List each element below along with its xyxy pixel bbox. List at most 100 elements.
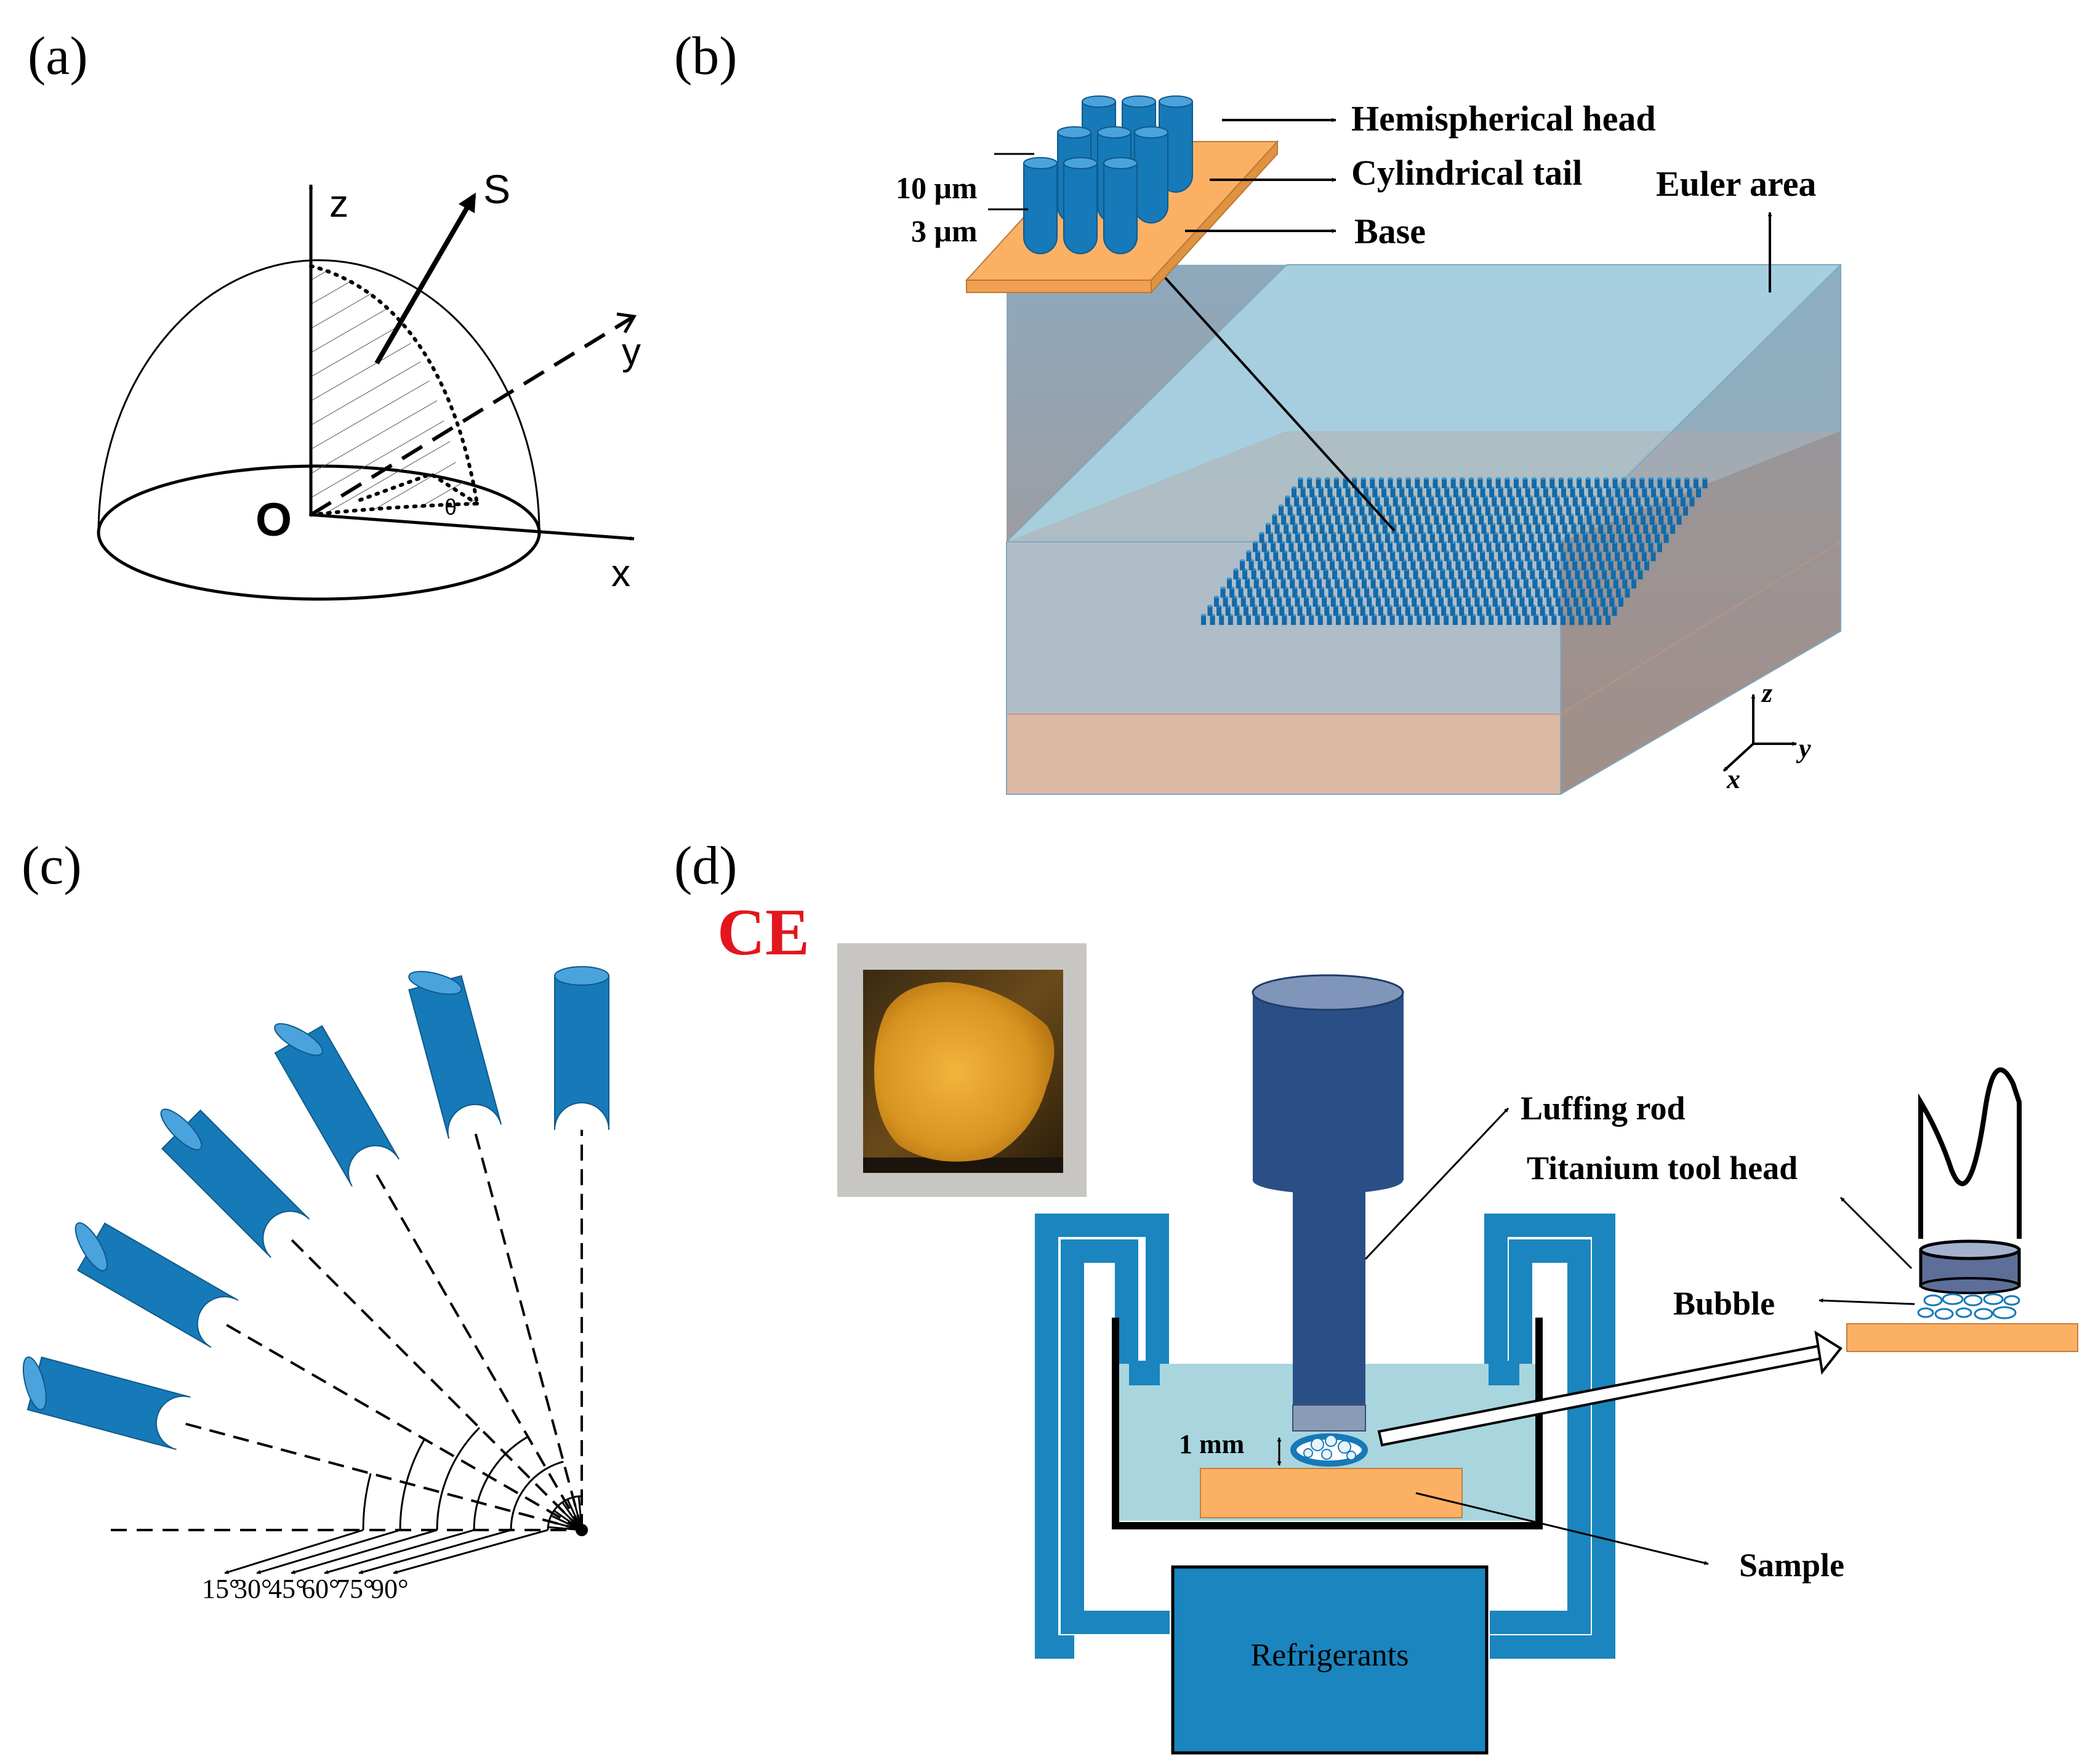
sample-photo xyxy=(837,943,1087,1197)
array-fiber xyxy=(1567,477,1573,488)
impact-spoke xyxy=(553,1510,582,1531)
array-fiber xyxy=(1307,477,1312,488)
array-fiber xyxy=(1468,477,1474,488)
impact-fiber xyxy=(22,1356,191,1451)
panel-d-label: (d) xyxy=(674,836,738,896)
angle-arrow xyxy=(291,1529,438,1574)
sample-block xyxy=(1200,1468,1463,1518)
array-fiber xyxy=(1540,477,1546,488)
impact-spoke xyxy=(550,1515,582,1531)
x-axis xyxy=(310,513,635,541)
fiber-array xyxy=(1201,477,1708,625)
array-fiber xyxy=(1675,477,1681,488)
array-fiber xyxy=(1522,477,1528,488)
zoom-bubble xyxy=(1974,1308,1993,1320)
titanium-tool-tip xyxy=(1292,1404,1366,1432)
array-fiber xyxy=(1630,477,1636,488)
array-fiber xyxy=(1532,477,1537,488)
array-fiber xyxy=(1513,477,1519,488)
array-fiber xyxy=(1259,531,1264,543)
panel-a-label: (a) xyxy=(28,26,88,86)
angle-label-group: 15°30°45°60°75°90° xyxy=(202,1574,409,1604)
zoom-bubble xyxy=(2003,1295,2020,1306)
array-fiber xyxy=(1594,477,1600,488)
angle-label: 30° xyxy=(234,1574,272,1604)
array-fiber xyxy=(1285,495,1290,507)
s-vector-label: S xyxy=(483,166,510,212)
spacer xyxy=(1838,1188,1918,1201)
triad-y-label: y xyxy=(1796,733,1811,763)
dotted-arc-upper xyxy=(309,264,479,505)
sample-arrow xyxy=(1415,1492,1709,1565)
panel-b: (b) Euler area Hemispherical head Cylind… xyxy=(674,26,1841,795)
array-fiber xyxy=(1460,477,1465,488)
refrigerant-unit xyxy=(1171,1565,1489,1755)
array-fiber xyxy=(1423,477,1429,488)
impact-spoke xyxy=(549,1520,582,1531)
head-label: Hemispherical head xyxy=(1351,99,1656,139)
zoom-bubble xyxy=(1934,1308,1954,1320)
array-fiber xyxy=(1388,477,1393,488)
array-fiber xyxy=(1333,477,1339,488)
titanium-label: Titanium tool head xyxy=(1527,1150,1798,1186)
impact-spoke xyxy=(566,1499,583,1531)
zoom-tool-head-top xyxy=(1919,1239,2021,1260)
angle-arc xyxy=(510,1460,564,1531)
z-axis-label: z xyxy=(329,183,348,225)
dim-10um-label: 10 μm xyxy=(896,171,978,205)
zoom-bubbles xyxy=(1917,1293,2020,1320)
angle-label: 90° xyxy=(371,1574,409,1604)
triad-x-label: x xyxy=(1726,764,1740,794)
array-fiber xyxy=(1227,577,1232,589)
base-label: Base xyxy=(1354,211,1426,251)
impact-fiber xyxy=(160,1108,310,1259)
array-fiber xyxy=(1272,513,1277,525)
array-fiber xyxy=(1477,477,1483,488)
array-fiber xyxy=(1648,477,1654,488)
euler-top-face xyxy=(1007,265,1841,542)
zoom-bubble xyxy=(1917,1307,1934,1318)
impact-spoke xyxy=(557,1505,583,1531)
zoom-tool-outline xyxy=(1918,1067,2022,1239)
array-fiber xyxy=(1684,477,1690,488)
array-fiber xyxy=(1558,477,1564,488)
array-fiber xyxy=(1298,477,1303,488)
array-fiber xyxy=(1233,568,1239,579)
array-fiber xyxy=(1415,477,1420,488)
array-fiber xyxy=(1450,477,1456,488)
array-fiber xyxy=(1279,504,1284,516)
panel-c-label: (c) xyxy=(22,836,82,896)
solid-right-face xyxy=(1561,431,1841,794)
array-fiber xyxy=(1378,477,1384,488)
hatched-region xyxy=(311,265,477,515)
array-fiber xyxy=(1505,477,1510,488)
array-fiber xyxy=(1253,541,1258,552)
solid-front-bottom xyxy=(1006,714,1561,795)
photo-worn-area xyxy=(874,982,1055,1162)
angle-arrow xyxy=(324,1529,475,1574)
panel-c: (c) 15°30°45°60°75°90° xyxy=(22,836,609,1604)
array-fiber xyxy=(1361,477,1366,488)
array-fiber xyxy=(1487,477,1492,488)
impact-ray xyxy=(374,1172,583,1531)
dim-3um-label: 3 μm xyxy=(911,214,978,248)
x-axis-label: x xyxy=(611,552,630,595)
y-axis-label: y xyxy=(622,331,641,373)
impact-fiber xyxy=(74,1222,239,1348)
panel-d: (d) CE xyxy=(674,836,2078,1755)
angle-label: 75° xyxy=(336,1574,374,1604)
dotted-projection xyxy=(358,472,479,505)
array-fiber xyxy=(1495,477,1501,488)
euler-area-label: Euler area xyxy=(1656,164,1816,204)
array-fiber xyxy=(1405,477,1411,488)
panel-a: (a) z S y x O θ xyxy=(28,26,641,601)
refrigerants-label: Refrigerants xyxy=(1250,1638,1409,1673)
zoom-bubble xyxy=(1942,1293,1964,1305)
impact-fiber xyxy=(554,966,609,1130)
array-fiber xyxy=(1442,477,1447,488)
impact-spoke xyxy=(577,1496,583,1531)
jacket-tip-left xyxy=(1129,1361,1160,1385)
angle-arc xyxy=(399,1438,425,1531)
titanium-arrow xyxy=(1839,1196,1913,1270)
array-fiber xyxy=(1240,559,1245,571)
